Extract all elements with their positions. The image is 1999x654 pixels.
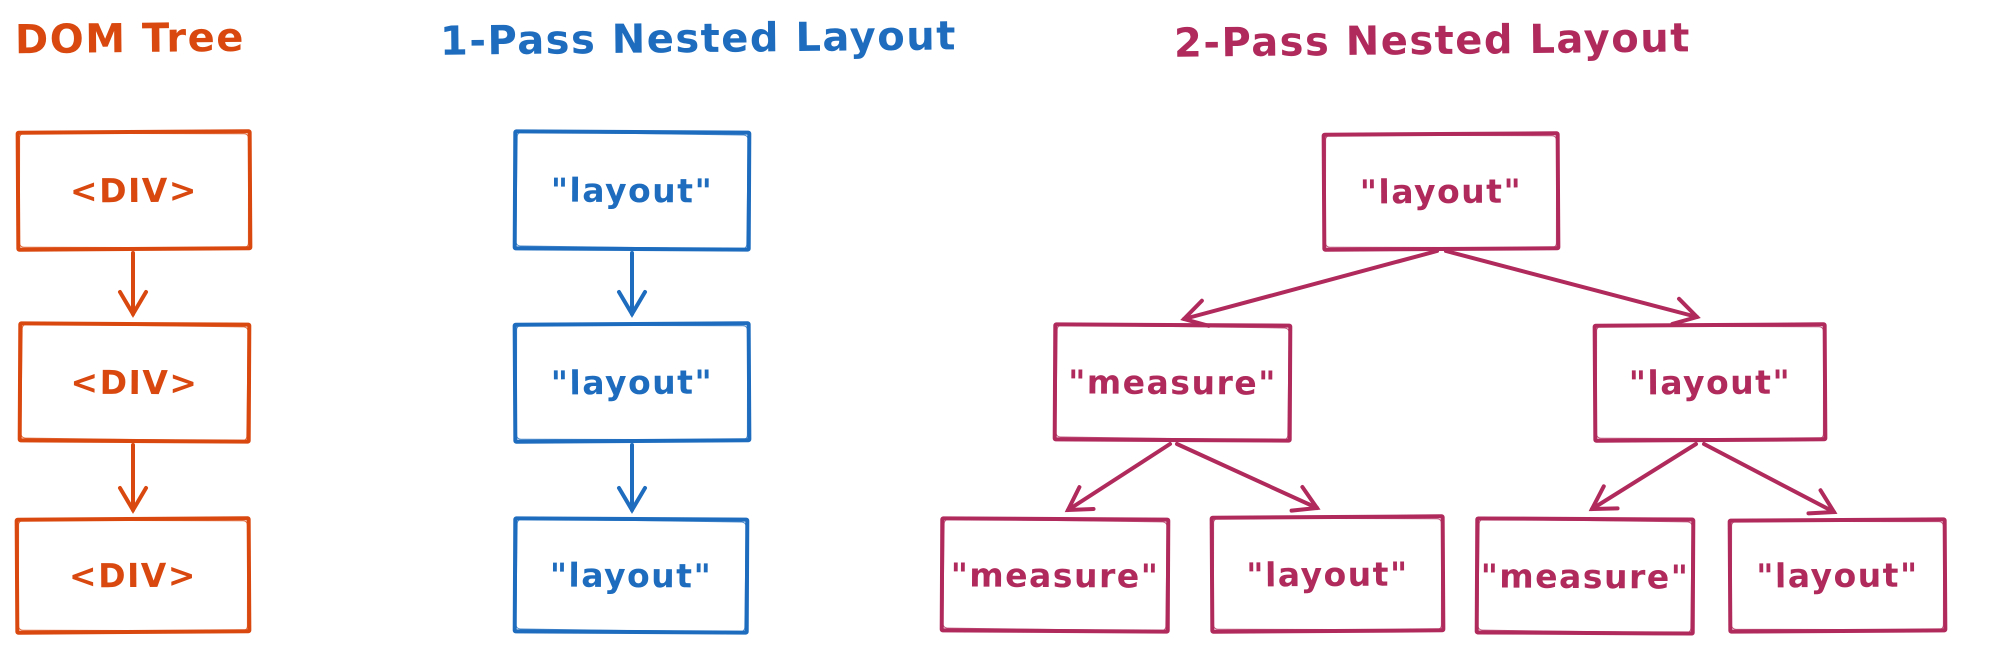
two-pass-root-layout-label: "layout" [1359, 171, 1523, 212]
two-pass-leaf-layout-1: "layout" [1209, 514, 1446, 634]
two-pass-leaf-measure-2-label: "measure" [1480, 555, 1690, 597]
two-pass-root-layout: "layout" [1321, 131, 1561, 252]
dom-node-1-label: <DIV> [69, 170, 199, 211]
edge-layout-to-layout-leaf [1702, 442, 1838, 516]
one-pass-node-2: "layout" [512, 321, 752, 444]
dom-node-2-label: <DIV> [70, 362, 199, 403]
two-pass-mid-layout-label: "layout" [1628, 362, 1792, 403]
section-title-dom-tree: DOM Tree [14, 14, 246, 64]
two-pass-leaf-measure-1: "measure" [939, 516, 1171, 634]
section-title-two-pass: 2-Pass Nested Layout [1173, 15, 1692, 67]
dom-node-3: <DIV> [14, 516, 252, 635]
edge-layout-to-measure-leaf [1588, 442, 1698, 512]
two-pass-leaf-layout-1-label: "layout" [1246, 554, 1409, 594]
two-pass-mid-measure-label: "measure" [1068, 362, 1277, 403]
edge-root-to-measure [1180, 249, 1439, 328]
section-title-one-pass: 1-Pass Nested Layout [439, 13, 958, 65]
two-pass-mid-layout: "layout" [1592, 322, 1828, 443]
dom-node-3-label: <DIV> [68, 555, 198, 596]
dom-node-2: <DIV> [17, 321, 252, 444]
edge-measure-to-measure-leaf [1064, 442, 1172, 513]
one-pass-node-3-label: "layout" [549, 555, 713, 596]
two-pass-mid-measure: "measure" [1052, 322, 1293, 443]
two-pass-leaf-layout-2: "layout" [1727, 517, 1948, 634]
two-pass-leaf-layout-2-label: "layout" [1756, 555, 1919, 596]
dom-node-1: <DIV> [15, 129, 253, 252]
one-pass-node-3: "layout" [512, 516, 750, 635]
edge-measure-to-layout-leaf [1175, 442, 1321, 513]
edge-root-to-layout [1444, 249, 1701, 326]
two-pass-leaf-measure-2: "measure" [1474, 516, 1696, 636]
one-pass-node-1: "layout" [512, 129, 752, 252]
one-pass-node-1-label: "layout" [550, 170, 714, 211]
one-pass-node-2-label: "layout" [550, 362, 714, 403]
two-pass-leaf-measure-1-label: "measure" [950, 554, 1160, 596]
